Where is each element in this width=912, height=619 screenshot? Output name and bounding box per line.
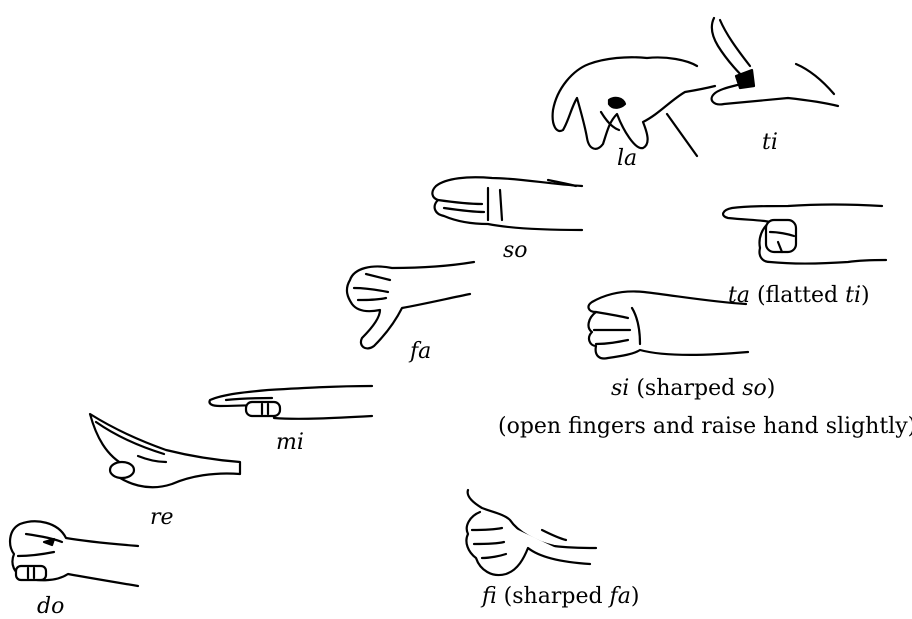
- syllable-label-ti: ti: [762, 132, 778, 154]
- syllable-text: fi: [482, 584, 497, 609]
- syllable-label-si: si (sharped so): [611, 378, 775, 400]
- si-instruction-text: (open fingers and raise hand slightly): [498, 414, 912, 439]
- syllable-label-fi: fi (sharped fa): [482, 586, 639, 608]
- syllable-label-fa: fa: [410, 341, 431, 363]
- syllable-note-syllable: so: [742, 376, 767, 401]
- pointing-forward-hand-icon: [718, 196, 888, 272]
- cupped-hand-icon: [428, 168, 588, 238]
- pointing-up-hand-icon: [706, 14, 841, 124]
- syllable-text: re: [150, 505, 174, 530]
- open-hand-icon: [582, 286, 752, 372]
- syllable-note-suffix: ): [767, 376, 776, 401]
- flat-hand-icon: [206, 378, 376, 428]
- syllable-text: ti: [762, 130, 778, 155]
- syllable-text: fa: [410, 339, 431, 364]
- syllable-text: so: [503, 238, 528, 263]
- syllable-note-prefix: (flatted: [750, 283, 845, 308]
- syllable-text: do: [37, 594, 64, 619]
- thumb-up-hand-icon: [458, 486, 598, 586]
- syllable-note-prefix: (sharped: [497, 584, 610, 609]
- syllable-label-re: re: [150, 507, 174, 529]
- fist-hand-icon: [4, 512, 144, 602]
- syllable-label-so: so: [503, 240, 528, 262]
- syllable-text: mi: [276, 430, 304, 455]
- syllable-note-syllable: ti: [845, 283, 861, 308]
- syllable-text: la: [617, 146, 637, 171]
- syllable-label-mi: mi: [276, 432, 304, 454]
- syllable-note-prefix: (sharped: [629, 376, 742, 401]
- syllable-label-la: la: [617, 148, 637, 170]
- syllable-note-suffix: ): [861, 283, 870, 308]
- syllable-note-syllable: fa: [610, 584, 631, 609]
- syllable-text: si: [611, 376, 629, 401]
- syllable-note-suffix: ): [631, 584, 640, 609]
